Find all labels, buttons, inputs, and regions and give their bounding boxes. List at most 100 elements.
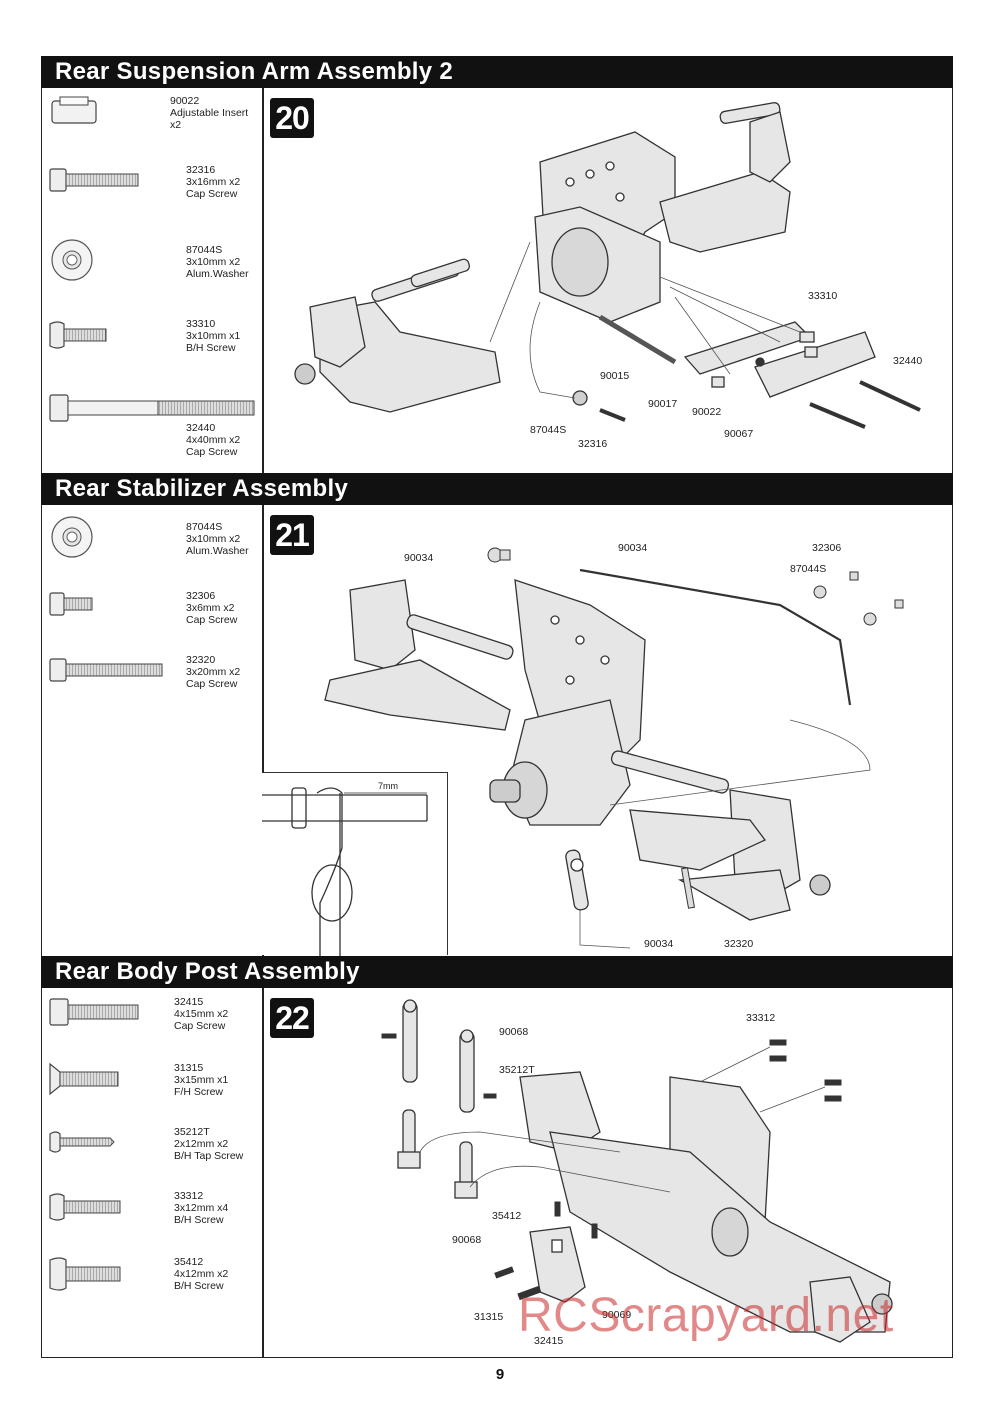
part-size: 3x16mm x2 bbox=[186, 176, 241, 188]
callout-90015: 90015 bbox=[600, 370, 630, 382]
part-code: 33312 bbox=[174, 1190, 204, 1202]
callout-35212t: 35212T bbox=[499, 1064, 535, 1076]
part-name: Cap Screw bbox=[186, 614, 238, 626]
part-size: 3x12mm x4 bbox=[174, 1202, 229, 1214]
callout-87044s: 87044S bbox=[530, 424, 567, 436]
part-code: 33310 bbox=[186, 318, 216, 330]
callout-90022: 90022 bbox=[692, 406, 722, 418]
callout-32316: 32316 bbox=[578, 438, 608, 450]
part-size: 3x6mm x2 bbox=[186, 602, 235, 614]
part-cap-screw-3x6: 32306 3x6mm x2 Cap Screw bbox=[48, 588, 258, 658]
part-bh-tap-screw-2x12: 35212T 2x12mm x2 B/H Tap Screw bbox=[48, 1126, 258, 1196]
page-number: 9 bbox=[495, 1366, 505, 1383]
rear-body-post-diagram bbox=[381, 999, 893, 1343]
part-name: Cap Screw bbox=[186, 446, 238, 458]
part-code: 87044S bbox=[186, 521, 223, 533]
part-name: Adjustable Insert bbox=[170, 107, 249, 119]
rear-stabilizer-diagram bbox=[324, 547, 904, 949]
callout-33312: 33312 bbox=[746, 1012, 776, 1024]
part-name: F/H Screw bbox=[174, 1086, 224, 1098]
part-alum-washer: 87044S 3x10mm x2 Alum.Washer bbox=[48, 515, 258, 585]
part-name: Alum.Washer bbox=[186, 545, 249, 557]
part-bh-screw-3x12: 33312 3x12mm x4 B/H Screw bbox=[48, 1190, 258, 1260]
section-title-rear-stabilizer: Rear Stabilizer Assembly bbox=[41, 473, 953, 505]
inset-7mm-detail: 7mm bbox=[262, 772, 448, 956]
part-size: 4x40mm x2 bbox=[186, 434, 241, 446]
callout-90034-bar: 90034 bbox=[618, 542, 648, 554]
column-divider bbox=[262, 505, 264, 956]
part-name: B/H Screw bbox=[186, 342, 236, 354]
rear-suspension-arm-diagram bbox=[294, 102, 921, 429]
part-code: 32415 bbox=[174, 996, 204, 1008]
callout-33310: 33310 bbox=[808, 290, 838, 302]
part-size: 3x20mm x2 bbox=[186, 666, 241, 678]
cap-screw-long-icon bbox=[49, 394, 255, 422]
callout-31315: 31315 bbox=[474, 1311, 504, 1323]
part-code: 32306 bbox=[186, 590, 216, 602]
part-code: 32440 bbox=[186, 422, 216, 434]
part-code: 35212T bbox=[174, 1126, 210, 1138]
part-name: B/H Screw bbox=[174, 1214, 224, 1226]
part-code: 90022 bbox=[170, 95, 200, 107]
button-head-screw-icon bbox=[49, 321, 107, 349]
adjustable-insert-icon bbox=[51, 96, 97, 124]
cap-screw-icon bbox=[49, 658, 163, 682]
part-bh-screw-3x10: 33310 3x10mm x1 B/H Screw bbox=[48, 318, 258, 388]
flat-head-screw-icon bbox=[49, 1062, 119, 1096]
section-title-rear-suspension: Rear Suspension Arm Assembly 2 bbox=[41, 56, 953, 88]
part-size: 3x10mm x2 bbox=[186, 533, 241, 545]
callout-32320: 32320 bbox=[724, 938, 754, 950]
callout-90034-link: 90034 bbox=[644, 938, 674, 950]
part-name: Cap Screw bbox=[174, 1020, 226, 1032]
part-size: 3x15mm x1 bbox=[174, 1074, 229, 1086]
watermark: RCScrapyard.net bbox=[518, 1289, 894, 1342]
button-head-screw-icon bbox=[49, 1193, 121, 1221]
button-head-screw-icon bbox=[49, 1257, 121, 1291]
part-size: 2x12mm x2 bbox=[174, 1138, 229, 1150]
inset-7mm-label: 7mm bbox=[378, 781, 398, 791]
part-name: B/H Screw bbox=[174, 1280, 224, 1292]
part-size: 4x15mm x2 bbox=[174, 1008, 229, 1020]
washer-icon bbox=[51, 239, 93, 281]
part-name: Alum.Washer bbox=[186, 268, 249, 280]
cap-screw-icon bbox=[49, 998, 139, 1026]
step-number-21: 21 bbox=[270, 515, 314, 555]
part-fh-screw-3x15: 31315 3x15mm x1 F/H Screw bbox=[48, 1062, 258, 1132]
callout-90068-bottom: 90068 bbox=[452, 1234, 482, 1246]
part-bh-screw-4x12: 35412 4x12mm x2 B/H Screw bbox=[48, 1256, 258, 1326]
callout-90034-ballstud: 90034 bbox=[404, 552, 434, 564]
part-name: Cap Screw bbox=[186, 678, 238, 690]
column-divider bbox=[262, 988, 264, 1358]
part-code: 31315 bbox=[174, 1062, 204, 1074]
part-code: 32316 bbox=[186, 164, 216, 176]
part-name: B/H Tap Screw bbox=[174, 1150, 244, 1162]
part-name: Cap Screw bbox=[186, 188, 238, 200]
part-size: 4x12mm x2 bbox=[174, 1268, 229, 1280]
part-code: 87044S bbox=[186, 244, 223, 256]
section-title-rear-body-post: Rear Body Post Assembly bbox=[41, 956, 953, 988]
part-alum-washer: 87044S 3x10mm x2 Alum.Washer bbox=[48, 238, 258, 308]
callout-32306: 32306 bbox=[812, 542, 842, 554]
callout-90068-top: 90068 bbox=[499, 1026, 529, 1038]
callout-87044s: 87044S bbox=[790, 563, 827, 575]
step-number-20: 20 bbox=[270, 98, 314, 138]
column-divider bbox=[262, 88, 264, 473]
part-adjustable-insert: 90022 Adjustable Insert x2 bbox=[48, 95, 258, 165]
part-code: 32320 bbox=[186, 654, 216, 666]
callout-35412: 35412 bbox=[492, 1210, 522, 1222]
part-cap-screw-4x40: 32440 4x40mm x2 Cap Screw bbox=[48, 392, 258, 462]
step-number-22: 22 bbox=[270, 998, 314, 1038]
part-cap-screw-4x15: 32415 4x15mm x2 Cap Screw bbox=[48, 996, 258, 1066]
part-cap-screw-3x20: 32320 3x20mm x2 Cap Screw bbox=[48, 654, 258, 724]
tap-screw-icon bbox=[49, 1131, 115, 1153]
ball-link-detail-drawing bbox=[262, 787, 428, 956]
callout-90017: 90017 bbox=[648, 398, 678, 410]
part-size: 3x10mm x1 bbox=[186, 330, 241, 342]
part-size: 3x10mm x2 bbox=[186, 256, 241, 268]
callout-90067: 90067 bbox=[724, 428, 754, 440]
part-cap-screw-3x16: 32316 3x16mm x2 Cap Screw bbox=[48, 164, 258, 234]
callout-32415: 32415 bbox=[534, 1335, 564, 1347]
callout-32440: 32440 bbox=[893, 355, 923, 367]
cap-screw-icon bbox=[49, 168, 139, 192]
part-code: 35412 bbox=[174, 1256, 204, 1268]
